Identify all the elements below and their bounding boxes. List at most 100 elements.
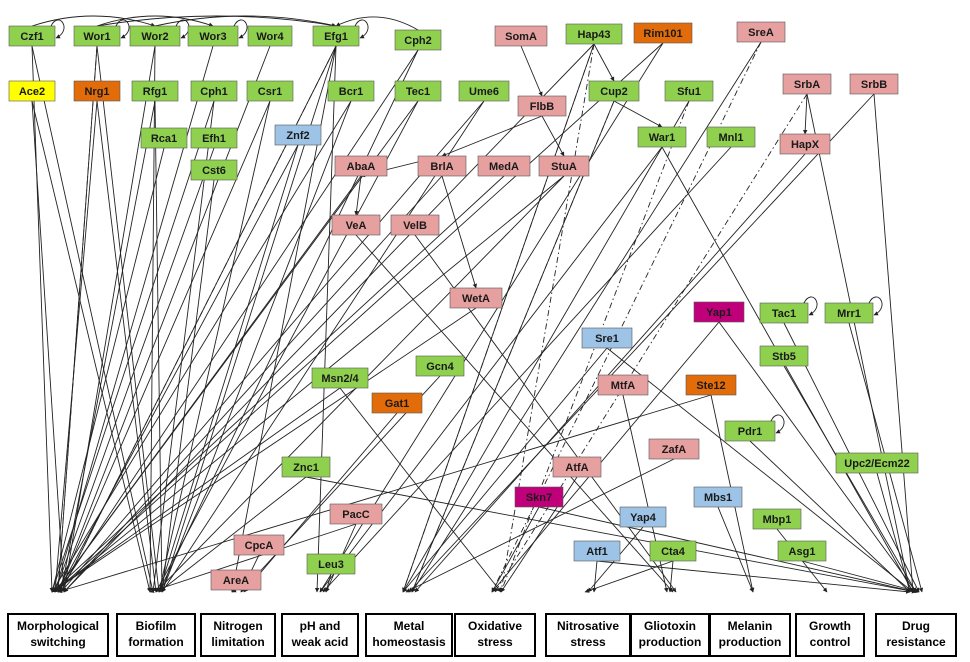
node-ace2: Ace2: [8, 80, 56, 102]
edge-Atf1-to-nitros: [592, 560, 598, 593]
node-label: AreA: [223, 575, 249, 587]
node-box: [664, 80, 714, 102]
edge-Znc1-to-drug: [305, 476, 917, 594]
node-label: Stb5: [772, 351, 796, 363]
node-label: Cph1: [200, 86, 228, 98]
node-label: Sre1: [595, 333, 619, 345]
edge-Mbs1-to-melanin: [717, 506, 754, 593]
self-loop-wor3: [233, 19, 248, 39]
edge-HapX-to-metal: [414, 153, 806, 593]
edge-Hap43-to-metal: [402, 43, 595, 593]
node-label: VelB: [403, 220, 427, 232]
edge-Sfu1-to-metal: [402, 100, 690, 593]
edge-SrbA-to-drug: [806, 93, 912, 593]
node-wor2: Wor2: [129, 25, 181, 47]
edge-Atf1-to-drug: [596, 560, 911, 594]
output-label-line: Oxidative: [468, 619, 522, 633]
edge-SreA-to-oxid: [491, 41, 762, 593]
node-label: Upc2/Ecm22: [844, 458, 909, 470]
node-box: [565, 23, 623, 45]
node-box: [619, 506, 667, 528]
edge-Cph1-to-morph: [51, 100, 215, 593]
edge-Rca1-to-morph: [50, 147, 165, 593]
edge-Czf1-to-Wor2: [31, 15, 156, 27]
node-ste12: Ste12: [685, 374, 737, 396]
edge-SomA-to-FlbB: [520, 45, 543, 97]
output-box: [709, 613, 791, 657]
node-rim101: Rim101: [633, 22, 693, 44]
node-box: [8, 80, 56, 102]
node-rca1: Rca1: [140, 127, 188, 149]
edge-AbaA-to-morph: [54, 175, 362, 593]
edge-PacC-to-biofilm: [149, 523, 357, 593]
node-pacc: PacC: [329, 503, 383, 525]
edge-Czf1-to-biofilm: [31, 45, 155, 593]
node-label: Gat1: [385, 398, 409, 410]
node-label: War1: [649, 132, 676, 144]
edge-Cta4-to-glio: [668, 560, 674, 593]
edge-VeA-to-glio: [355, 234, 674, 593]
output-box: [630, 613, 710, 657]
node-velb: VelB: [390, 214, 440, 236]
node-label: PacC: [342, 509, 370, 521]
node-area: AreA: [210, 569, 262, 591]
node-msn24: Msn2/4: [311, 367, 369, 389]
edge-Efh1-to-morph: [54, 147, 215, 593]
node-box: [8, 25, 56, 47]
edge-Cta4-to-nitros: [584, 560, 674, 593]
node-label: Wor3: [199, 31, 226, 43]
node-czf1: Czf1: [8, 25, 56, 47]
node-label: Mbs1: [704, 492, 732, 504]
edge-Sre1-to-drug: [606, 347, 914, 593]
output-box: [116, 613, 196, 657]
node-label: Cst6: [202, 165, 226, 177]
output-label-line: weak acid: [291, 635, 349, 649]
edge-Hap43-to-metal: [402, 43, 595, 593]
node-box: [649, 540, 697, 562]
node-znc1: Znc1: [281, 456, 331, 478]
node-label: Znc1: [293, 462, 319, 474]
node-flbb: FlbB: [517, 95, 567, 117]
self-loop-mrr1: [868, 296, 883, 316]
node-box: [759, 302, 809, 324]
node-box: [417, 155, 467, 177]
node-label: Cta4: [661, 546, 686, 558]
node-brla: BrlA: [417, 155, 467, 177]
node-mrr1: Mrr1: [824, 302, 874, 324]
node-label: MtfA: [611, 380, 635, 392]
node-stb5: Stb5: [759, 345, 809, 367]
output-label-line: control: [810, 635, 851, 649]
output-label-line: Metal: [394, 619, 425, 633]
node-hap43: Hap43: [565, 23, 623, 45]
node-box: [210, 569, 262, 591]
node-asg1: Asg1: [777, 540, 827, 562]
edge-Znf2-to-biofilm: [158, 144, 299, 593]
node-box: [777, 540, 827, 562]
node-label: Znf2: [286, 130, 309, 142]
edge-Czf1-to-morph: [31, 45, 55, 593]
node-tec1: Tec1: [394, 80, 442, 102]
edge-MtfA-to-glio: [622, 394, 669, 593]
node-label: Bcr1: [339, 86, 363, 98]
node-box: [724, 420, 776, 442]
node-zafa: ZafA: [648, 438, 700, 460]
node-mtfa: MtfA: [597, 374, 649, 396]
node-soma: SomA: [494, 25, 548, 47]
output-label-line: Drug: [902, 619, 930, 633]
output-label-line: Biofilm: [136, 619, 177, 633]
output-label-line: switching: [30, 635, 85, 649]
node-cst6: Cst6: [190, 159, 238, 181]
output-label-line: Nitrogen: [213, 619, 262, 633]
self-loop-tac1: [803, 296, 818, 316]
self-loop-wor1: [115, 19, 130, 39]
node-leu3: Leu3: [306, 553, 356, 575]
node-box: [394, 29, 442, 51]
node-label: Msn2/4: [321, 373, 359, 385]
node-label: MedA: [489, 161, 519, 173]
edge-AbaA-to-VeA: [354, 175, 362, 216]
